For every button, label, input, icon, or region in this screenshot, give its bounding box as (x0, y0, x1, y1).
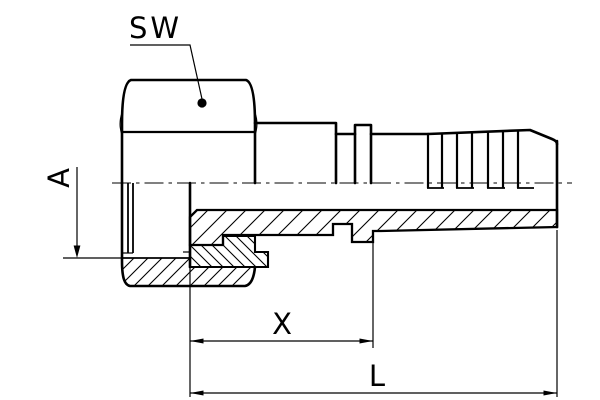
stem-exterior-profile (253, 121, 430, 185)
sw-dot-marker (197, 98, 207, 108)
arrowhead-right (543, 390, 557, 396)
nut-section-hatch (122, 258, 255, 286)
dim-x-label: X (272, 307, 292, 341)
sw-label: SW (129, 11, 182, 45)
nipple-hex-section-hatch (188, 234, 270, 269)
sw-callout: SW (129, 11, 207, 108)
nut-section (120, 181, 257, 288)
dim-a-label: A (42, 168, 76, 188)
dimension-l: L (190, 230, 558, 397)
arrowhead-right (359, 338, 373, 344)
dimension-x: X (189, 243, 374, 397)
arrowhead-left (190, 338, 204, 344)
thread-lines (127, 183, 134, 253)
arrowhead-down (73, 245, 81, 258)
sw-leader-line (130, 44, 203, 100)
collar-bump (353, 123, 373, 185)
dimension-a: A (42, 167, 121, 259)
dim-l-label: L (369, 359, 385, 393)
stem-section (183, 181, 559, 269)
hex-corner-arc-left (119, 112, 123, 136)
arrowhead-left (190, 390, 204, 396)
